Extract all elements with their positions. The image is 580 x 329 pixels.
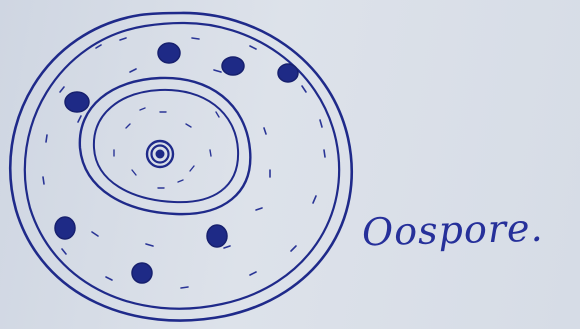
- inner-stipple: [114, 108, 227, 190]
- periplasm-nucleus: [278, 64, 298, 82]
- periplasm-nucleus: [158, 43, 180, 63]
- periplasm-nucleus: [222, 57, 244, 75]
- inner-wall-inner-line: [94, 90, 238, 202]
- periplasm-nucleus: [55, 217, 75, 239]
- outer-wall-outer-line: [10, 13, 351, 321]
- periplasm-nucleus: [132, 263, 152, 283]
- periplasm-nucleus: [207, 225, 227, 247]
- central-nucleus: [147, 141, 173, 167]
- diagram-label: Oospore.: [361, 206, 544, 255]
- periplasm-nucleus: [65, 92, 89, 112]
